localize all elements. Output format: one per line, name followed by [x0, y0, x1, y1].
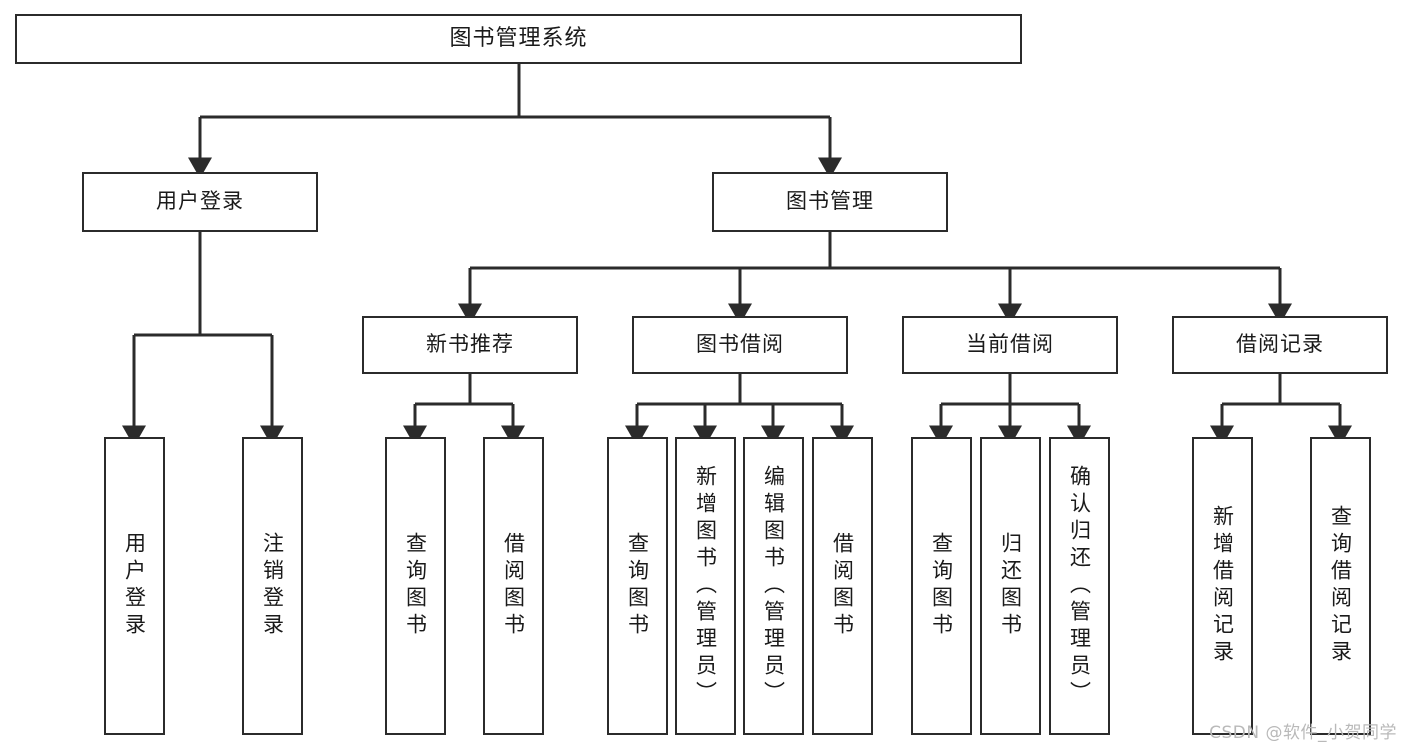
- node-leaf-query-book-3[interactable]: 查询图书: [911, 437, 972, 735]
- node-borrow-record-label: 借阅记录: [1236, 332, 1324, 357]
- node-leaf-add-record-label: 新增借阅记录: [1210, 505, 1235, 667]
- node-leaf-confirm-return-label: 确认归还（管理员）: [1067, 464, 1092, 708]
- node-leaf-user-login[interactable]: 用户登录: [104, 437, 165, 735]
- node-current-borrow[interactable]: 当前借阅: [902, 316, 1118, 374]
- node-leaf-user-login-label: 用户登录: [122, 532, 147, 640]
- node-leaf-add-record[interactable]: 新增借阅记录: [1192, 437, 1253, 735]
- node-leaf-borrow-book-1-label: 借阅图书: [501, 532, 526, 640]
- node-leaf-query-book-3-label: 查询图书: [929, 532, 954, 640]
- node-leaf-query-book-2[interactable]: 查询图书: [607, 437, 668, 735]
- node-leaf-return-book[interactable]: 归还图书: [980, 437, 1041, 735]
- node-current-borrow-label: 当前借阅: [966, 332, 1054, 357]
- node-book-manage-label: 图书管理: [786, 189, 874, 214]
- node-leaf-borrow-book-2[interactable]: 借阅图书: [812, 437, 873, 735]
- node-leaf-add-book[interactable]: 新增图书（管理员）: [675, 437, 736, 735]
- node-leaf-query-book-2-label: 查询图书: [625, 532, 650, 640]
- node-leaf-query-record[interactable]: 查询借阅记录: [1310, 437, 1371, 735]
- csdn-watermark: CSDN @软件_小贺同学: [1209, 723, 1397, 743]
- node-new-book-recommend-label: 新书推荐: [426, 332, 514, 357]
- node-leaf-logout[interactable]: 注销登录: [242, 437, 303, 735]
- node-leaf-borrow-book-2-label: 借阅图书: [830, 532, 855, 640]
- node-leaf-edit-book[interactable]: 编辑图书（管理员）: [743, 437, 804, 735]
- node-user-login-label: 用户登录: [156, 189, 244, 214]
- node-leaf-add-book-label: 新增图书（管理员）: [693, 464, 718, 708]
- node-leaf-return-book-label: 归还图书: [998, 532, 1023, 640]
- node-book-manage[interactable]: 图书管理: [712, 172, 948, 232]
- node-root-label: 图书管理系统: [449, 25, 588, 51]
- node-leaf-confirm-return[interactable]: 确认归还（管理员）: [1049, 437, 1110, 735]
- node-borrow-record[interactable]: 借阅记录: [1172, 316, 1388, 374]
- node-leaf-edit-book-label: 编辑图书（管理员）: [761, 464, 786, 708]
- node-user-login[interactable]: 用户登录: [82, 172, 318, 232]
- node-leaf-query-book-1-label: 查询图书: [403, 532, 428, 640]
- node-book-borrow-label: 图书借阅: [696, 332, 784, 357]
- node-leaf-logout-label: 注销登录: [260, 532, 285, 640]
- node-leaf-borrow-book-1[interactable]: 借阅图书: [483, 437, 544, 735]
- node-book-borrow[interactable]: 图书借阅: [632, 316, 848, 374]
- node-leaf-query-record-label: 查询借阅记录: [1328, 505, 1353, 667]
- node-leaf-query-book-1[interactable]: 查询图书: [385, 437, 446, 735]
- node-new-book-recommend[interactable]: 新书推荐: [362, 316, 578, 374]
- node-root[interactable]: 图书管理系统: [15, 14, 1022, 64]
